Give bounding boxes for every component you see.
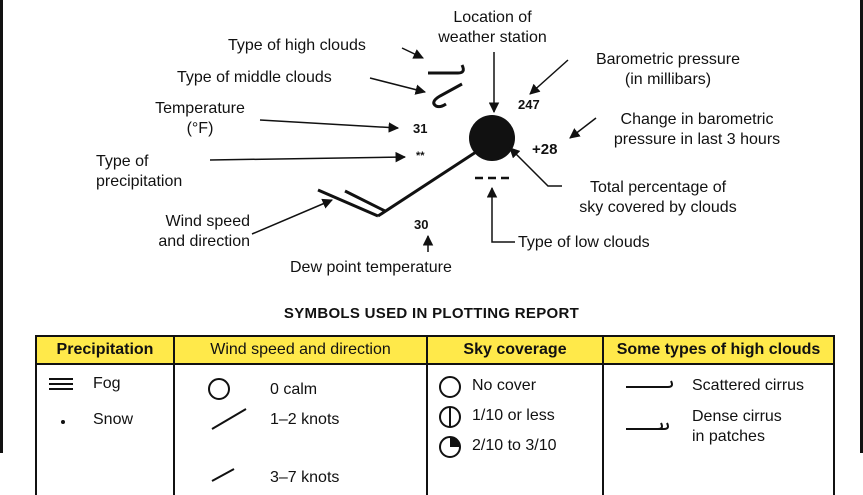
label-precipitation-line2: precipitation [96, 173, 183, 190]
sky-column: No cover 1/10 or less 2/10 to 3/10 [426, 364, 604, 495]
label-sky-cover: Total percentage of sky covered by cloud… [560, 178, 756, 218]
dense-cirrus-icon [626, 422, 669, 430]
label-wind: Wind speed and direction [132, 212, 250, 252]
label-middle-clouds: Type of middle clouds [177, 69, 332, 86]
label-pressure: Barometric pressure (in millibars) [568, 50, 768, 90]
sky-tenth-label: 1/10 or less [472, 407, 555, 424]
wind-barb-2 [344, 189, 386, 213]
label-sky-cover-line1: Total percentage of [589, 179, 727, 196]
label-pressure-change-line2: pressure in last 3 hours [613, 131, 781, 148]
legend-title: SYMBOLS USED IN PLOTTING REPORT [283, 305, 580, 322]
label-pressure-change: Change in barometric pressure in last 3 … [592, 110, 802, 150]
pointer-wind [251, 198, 333, 235]
sky-no-cover-label: No cover [472, 377, 537, 394]
cirrus-dense-label: Dense cirrus in patches [692, 407, 782, 447]
header-wind: Wind speed and direction [173, 335, 428, 365]
label-pressure-change-line1: Change in barometric [620, 111, 774, 128]
value-pressure: 247 [518, 97, 540, 112]
pointer-pressure-change [569, 117, 597, 139]
no-cover-icon [439, 376, 461, 398]
pointer-high-clouds [401, 47, 424, 59]
pointer-middle-clouds [369, 77, 427, 95]
label-dew-point: Dew point temperature [290, 259, 452, 276]
label-temperature-line1: Temperature [155, 100, 245, 117]
label-low-clouds: Type of low clouds [518, 234, 650, 251]
value-temperature: 31 [413, 121, 428, 136]
wind-3-7-label: 3–7 knots [270, 469, 340, 486]
pointer-pressure [529, 59, 569, 95]
frame-left-border [0, 0, 3, 453]
legend-table: Precipitation Wind speed and direction S… [35, 335, 835, 495]
figure-frame [0, 0, 863, 453]
label-wind-line1: Wind speed [165, 213, 251, 230]
label-pressure-line2: (in millibars) [624, 71, 712, 88]
precipitation-column: Fog Snow [35, 364, 175, 495]
label-location-line1: Location of [453, 9, 532, 26]
header-precipitation: Precipitation [35, 335, 175, 365]
label-precipitation: Type of precipitation [96, 152, 182, 192]
station-model-diagram [209, 47, 597, 252]
tenth-cover-icon [439, 406, 461, 428]
label-location-line2: weather station [438, 29, 547, 46]
station-circle [469, 115, 515, 161]
precip-fog-label: Fog [93, 375, 121, 392]
label-location: Location of weather station [420, 8, 565, 48]
wind-calm-label: 0 calm [270, 381, 318, 398]
label-high-clouds: Type of high clouds [228, 37, 366, 54]
label-temperature-line2: (°F) [186, 120, 214, 137]
wind-1-2-label: 1–2 knots [270, 411, 340, 428]
wind-1-2-icon [211, 408, 247, 430]
pointer-temperature [259, 119, 400, 133]
label-precipitation-line1: Type of [96, 153, 149, 170]
pointer-sky-cover [509, 147, 562, 187]
wind-barb-1 [317, 188, 379, 218]
value-pressure-change: +28 [532, 141, 558, 158]
sky-quarter-label: 2/10 to 3/10 [472, 437, 557, 454]
label-temperature: Temperature (°F) [140, 99, 260, 139]
wind-shaft [377, 150, 477, 218]
cirrus-scattered-label: Scattered cirrus [692, 377, 805, 394]
label-pressure-line1: Barometric pressure [595, 51, 741, 68]
high-clouds-column: Scattered cirrus Dense cirrus in patches [602, 364, 835, 495]
scattered-cirrus-icon [626, 380, 673, 388]
header-high-clouds: Some types of high clouds [602, 335, 835, 365]
snow-icon [61, 420, 65, 424]
header-sky: Sky coverage [426, 335, 604, 365]
quarter-cover-icon [439, 436, 461, 458]
frame-right-border [860, 0, 863, 453]
middle-cloud-symbol [432, 82, 463, 109]
precip-snow-label: Snow [93, 411, 134, 428]
calm-circle-icon [208, 378, 230, 400]
precipitation-symbol: ** [416, 150, 425, 162]
wind-column: 0 calm 1–2 knots 3–7 knots [173, 364, 428, 495]
cirrus-dense-line2: in patches [692, 428, 765, 445]
label-sky-cover-line2: sky covered by clouds [579, 199, 737, 216]
cirrus-dense-line1: Dense cirrus [692, 408, 782, 425]
high-cloud-symbol [428, 64, 465, 75]
pointer-precipitation [209, 151, 407, 163]
value-dew-point: 30 [414, 217, 429, 232]
label-wind-line2: and direction [158, 233, 250, 250]
fog-icon [49, 378, 73, 390]
wind-3-7-icon [211, 468, 235, 482]
pointer-low-clouds [486, 186, 515, 243]
